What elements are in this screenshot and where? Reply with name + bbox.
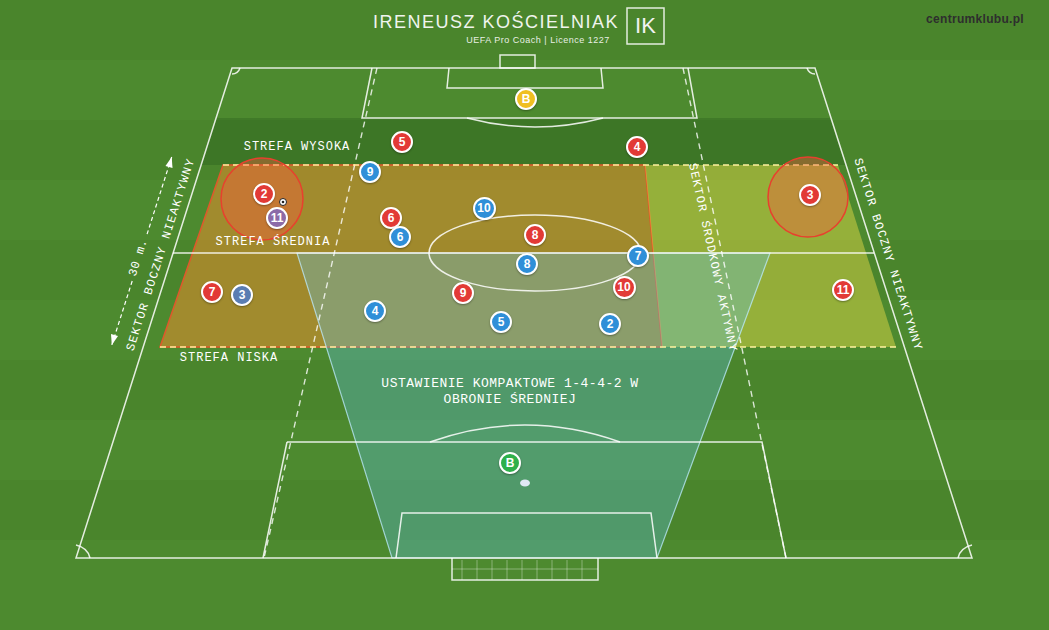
player-number: 7 xyxy=(635,250,642,262)
player-marker: 4 xyxy=(626,136,648,158)
player-marker: 3 xyxy=(231,284,253,306)
player-marker: 9 xyxy=(452,282,474,304)
player-marker: 5 xyxy=(391,131,413,153)
player-number: 5 xyxy=(399,136,406,148)
player-number: 6 xyxy=(397,231,404,243)
player-marker: 6 xyxy=(389,226,411,248)
player-marker: 2 xyxy=(253,183,275,205)
logo-text: IK xyxy=(635,13,656,38)
player-number: 8 xyxy=(532,229,539,241)
player-number: 5 xyxy=(498,316,505,328)
player-number: 4 xyxy=(634,141,641,153)
player-number: 8 xyxy=(524,258,531,270)
player-marker: 4 xyxy=(364,300,386,322)
player-marker: 2 xyxy=(599,313,621,335)
player-number: 11 xyxy=(837,284,850,296)
player-number: 7 xyxy=(209,286,216,298)
zone-label: STREFA NISKA xyxy=(180,352,278,366)
player-marker: 10 xyxy=(613,276,636,299)
player-marker: B xyxy=(515,88,537,110)
player-number: 2 xyxy=(607,318,614,330)
sector-label: SEKTOR ŚRODKOWY AKTYWNY xyxy=(684,162,739,354)
player-marker: 10 xyxy=(473,197,496,220)
player-number: 6 xyxy=(388,212,395,224)
player-marker: 3 xyxy=(799,184,821,206)
player-number: 9 xyxy=(460,287,467,299)
player-marker: 7 xyxy=(201,281,223,303)
player-number: 9 xyxy=(367,166,374,178)
player-number: 2 xyxy=(261,188,268,200)
title: IRENEUSZ KOŚCIELNIAK xyxy=(373,12,619,33)
player-marker: 11 xyxy=(266,207,288,229)
formation-caption: USTAWIENIE KOMPAKTOWE 1-4-4-2 W OBRONIE … xyxy=(355,376,665,409)
sector-label: SEKTOR BOCZNY NIEAKTYWNY xyxy=(850,157,924,353)
player-number: 11 xyxy=(271,212,284,224)
player-marker: 8 xyxy=(516,253,538,275)
player-number: 10 xyxy=(477,202,490,214)
player-marker: 8 xyxy=(524,224,546,246)
player-marker: 11 xyxy=(832,279,854,301)
player-number: B xyxy=(522,93,531,105)
player-number: 4 xyxy=(372,305,379,317)
player-number: 10 xyxy=(617,281,630,293)
player-marker: 7 xyxy=(627,245,649,267)
player-marker: 9 xyxy=(359,161,381,183)
subtitle: UEFA Pro Coach | Licence 1227 xyxy=(466,35,609,45)
player-number: 3 xyxy=(807,189,814,201)
player-number: 3 xyxy=(239,289,246,301)
player-marker: B xyxy=(499,452,521,474)
player-marker: 5 xyxy=(490,311,512,333)
watermark: centrumklubu.pl xyxy=(926,13,1024,27)
player-number: B xyxy=(506,457,515,469)
zone-label: STREFA ŚREDNIA xyxy=(216,236,331,250)
zone-label: STREFA WYSOKA xyxy=(244,141,351,155)
